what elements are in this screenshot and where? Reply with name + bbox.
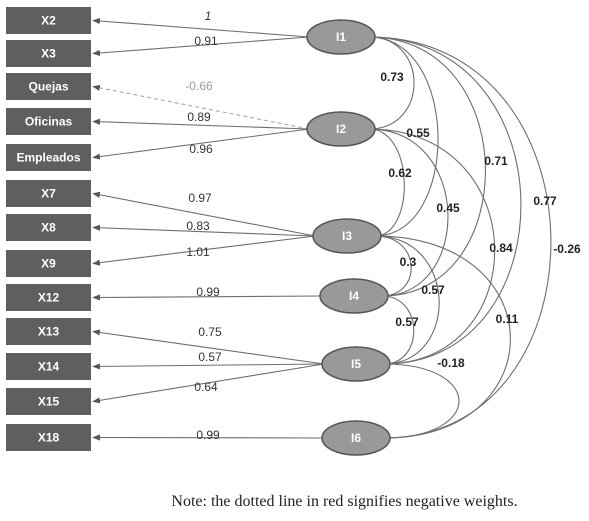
- indicator-label: X3: [41, 47, 56, 61]
- indicator-box: [6, 424, 91, 451]
- indicator-box: [6, 250, 91, 277]
- loading-value: 0.75: [198, 325, 222, 339]
- correlation-curve: [374, 235, 412, 297]
- factor-ellipse: [321, 346, 391, 382]
- indicator-box: [6, 180, 91, 207]
- loading-arrow: [92, 36, 310, 57]
- loading-arrow: [92, 363, 325, 404]
- correlation-curve: [368, 36, 486, 297]
- factor-label: I6: [351, 431, 361, 445]
- diagram-note: Note: the dotted line in red signifies n…: [171, 493, 518, 510]
- loading-value: -0.66: [185, 79, 213, 93]
- indicator-label: X9: [41, 257, 56, 271]
- factor-label: I2: [336, 122, 346, 136]
- correlation-value: 0.57: [395, 315, 419, 329]
- loading-value: 0.99: [196, 428, 220, 442]
- correlation-curve: [368, 36, 552, 439]
- correlation-value: -0.18: [437, 356, 465, 370]
- loading-value: 0.96: [189, 142, 213, 156]
- loading-value: 0.83: [186, 219, 210, 233]
- correlation-curve: [368, 128, 496, 365]
- correlation-value: 0.84: [489, 241, 513, 255]
- indicator-box: [6, 7, 91, 34]
- indicator-label: X8: [41, 221, 56, 235]
- correlation-value: 0.62: [388, 166, 412, 180]
- indicator-box: [6, 284, 91, 311]
- factor-label: I5: [351, 357, 361, 371]
- loading-arrow: [92, 363, 325, 370]
- loading-paths: [92, 17, 325, 441]
- correlation-curve: [368, 128, 405, 237]
- indicator-label: X7: [41, 187, 56, 201]
- indicator-label: Empleados: [16, 151, 80, 165]
- correlation-curve: [374, 235, 440, 365]
- indicator-box: [6, 108, 91, 135]
- loading-arrow: [92, 191, 316, 237]
- loading-value: 0.99: [196, 285, 220, 299]
- loading-arrow: [92, 128, 310, 160]
- indicator-box: [6, 73, 91, 100]
- correlation-curve: [368, 36, 522, 365]
- indicator-boxes: X2X3QuejasOficinasEmpleadosX7X8X9X12X13X…: [6, 7, 91, 451]
- loading-arrow: [92, 84, 310, 130]
- factor-ellipse: [306, 111, 376, 147]
- loading-value: 1.01: [186, 245, 210, 259]
- correlation-value: 0.57: [421, 283, 445, 297]
- loading-value: 1: [205, 9, 212, 23]
- factor-ellipse: [312, 218, 382, 254]
- correlation-value: 0.73: [380, 70, 404, 84]
- loading-arrow: [92, 224, 316, 237]
- correlation-curves: [368, 36, 552, 439]
- correlation-value: 0.3: [400, 255, 417, 269]
- indicator-label: X12: [38, 291, 60, 305]
- indicator-box: [6, 144, 91, 171]
- loading-value: 0.89: [187, 110, 211, 124]
- loading-arrow: [92, 434, 325, 441]
- loading-arrow: [92, 294, 323, 301]
- loading-value: 0.64: [194, 380, 218, 394]
- value-labels: 1 0.91 -0.66 0.89 0.96 0.97 0.83 1.01 0.99 0.75 0.…: [185, 9, 581, 442]
- correlation-curve: [383, 363, 460, 439]
- indicator-box: [6, 318, 91, 345]
- loading-value: 0.97: [188, 191, 212, 205]
- indicator-label: Oficinas: [25, 115, 73, 129]
- correlation-curve: [368, 36, 415, 130]
- indicator-box: [6, 214, 91, 241]
- indicator-box: [6, 40, 91, 67]
- factor-ellipse: [306, 19, 376, 55]
- indicator-label: X15: [38, 395, 60, 409]
- correlation-value: 0.77: [533, 194, 557, 208]
- correlation-curve: [374, 235, 511, 439]
- loading-value: 0.91: [194, 34, 218, 48]
- factor-label: I3: [342, 229, 352, 243]
- indicator-label: X13: [38, 325, 60, 339]
- loading-value: 0.57: [198, 350, 222, 364]
- indicator-box: [6, 353, 91, 380]
- loading-arrow: [92, 17, 310, 38]
- correlation-value: -0.26: [553, 242, 581, 256]
- loading-arrow: [92, 235, 316, 266]
- factor-label: I1: [336, 30, 346, 44]
- indicator-label: X14: [38, 360, 60, 374]
- factor-label: I4: [349, 289, 359, 303]
- indicator-label: X18: [38, 431, 60, 445]
- correlation-value: 0.55: [406, 126, 430, 140]
- loading-arrow: [92, 329, 325, 365]
- correlation-curve: [368, 128, 449, 297]
- correlation-curve: [368, 36, 439, 237]
- factor-ellipse: [319, 278, 389, 314]
- correlation-value: 0.71: [484, 154, 508, 168]
- correlation-value: 0.45: [436, 201, 460, 215]
- loading-arrow: [92, 118, 310, 130]
- correlation-curve: [381, 295, 415, 365]
- indicator-box: [6, 388, 91, 415]
- indicator-label: X2: [41, 14, 56, 28]
- factor-ellipse: [321, 420, 391, 456]
- indicator-label: Quejas: [28, 80, 68, 94]
- correlation-value: 0.11: [496, 312, 519, 326]
